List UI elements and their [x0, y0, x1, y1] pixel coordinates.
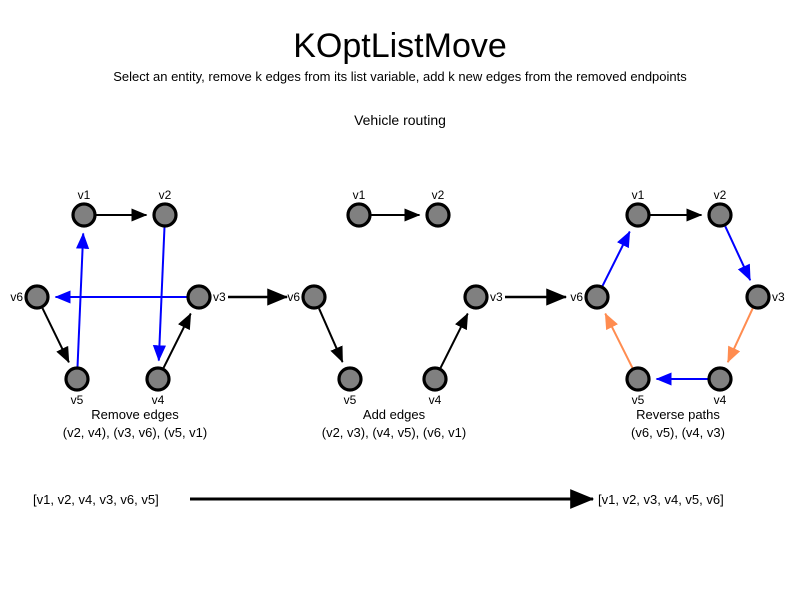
- node-circle-v1[interactable]: [346, 202, 372, 228]
- node-v4[interactable]: v4: [422, 366, 448, 407]
- edge-v3-v4: [726, 307, 754, 363]
- node-v6[interactable]: v6: [10, 284, 50, 310]
- node-v6[interactable]: v6: [570, 284, 610, 310]
- node-label-v4: v4: [714, 393, 727, 407]
- node-label-v2: v2: [714, 188, 727, 202]
- node-v3[interactable]: v3: [186, 284, 226, 310]
- node-v6[interactable]: v6: [287, 284, 327, 310]
- node-v5[interactable]: v5: [337, 366, 363, 407]
- page-title: KOptListMove: [293, 27, 507, 65]
- node-label-v6: v6: [570, 290, 583, 304]
- edge-v2-v3: [724, 225, 752, 281]
- node-label-v4: v4: [152, 393, 165, 407]
- edge-v5-v1: [75, 232, 90, 367]
- caption-title-panel-remove: Remove edges: [91, 407, 179, 422]
- node-circle-v5[interactable]: [337, 366, 363, 392]
- section-label: Vehicle routing: [354, 112, 446, 128]
- node-v2[interactable]: v2: [425, 188, 451, 228]
- node-label-v1: v1: [632, 188, 645, 202]
- after-list-text: [v1, v2, v3, v4, v5, v6]: [598, 492, 724, 507]
- node-label-v5: v5: [632, 393, 645, 407]
- node-label-v1: v1: [353, 188, 366, 202]
- caption-title-panel-add: Add edges: [363, 407, 426, 422]
- node-label-v5: v5: [71, 393, 84, 407]
- edge-v2-v4: [152, 227, 167, 362]
- node-circle-v2[interactable]: [152, 202, 178, 228]
- edges-group: [601, 208, 754, 386]
- caption-title-panel-reverse: Reverse paths: [636, 407, 720, 422]
- node-label-v5: v5: [344, 393, 357, 407]
- node-v3[interactable]: v3: [463, 284, 503, 310]
- edge-v6-v5: [318, 308, 344, 363]
- node-v2[interactable]: v2: [152, 188, 178, 228]
- node-label-v6: v6: [287, 290, 300, 304]
- node-v1[interactable]: v1: [71, 188, 97, 228]
- node-v3[interactable]: v3: [745, 284, 785, 310]
- node-circle-v5[interactable]: [64, 366, 90, 392]
- node-v1[interactable]: v1: [625, 188, 651, 228]
- edge-v6-v5: [41, 307, 70, 364]
- node-v1[interactable]: v1: [346, 188, 372, 228]
- node-circle-v4[interactable]: [422, 366, 448, 392]
- edge-v6-v1: [601, 230, 631, 287]
- node-label-v3: v3: [490, 290, 503, 304]
- before-list-text: [v1, v2, v4, v3, v6, v5]: [33, 492, 159, 507]
- node-circle-v4[interactable]: [707, 366, 733, 392]
- node-v4[interactable]: v4: [145, 366, 171, 407]
- node-v4[interactable]: v4: [707, 366, 733, 407]
- caption-detail-panel-remove: (v2, v4), (v3, v6), (v5, v1): [63, 425, 207, 440]
- node-circle-v1[interactable]: [71, 202, 97, 228]
- edges-group: [318, 208, 469, 369]
- caption-detail-panel-add: (v2, v3), (v4, v5), (v6, v1): [322, 425, 466, 440]
- node-circle-v6[interactable]: [301, 284, 327, 310]
- list-transformation: [v1, v2, v4, v3, v6, v5] [v1, v2, v3, v4,…: [33, 489, 724, 509]
- caption-detail-panel-reverse: (v6, v5), (v4, v3): [631, 425, 725, 440]
- node-circle-v2[interactable]: [707, 202, 733, 228]
- node-label-v4: v4: [429, 393, 442, 407]
- node-circle-v6[interactable]: [584, 284, 610, 310]
- node-v2[interactable]: v2: [707, 188, 733, 228]
- edge-v5-v6: [604, 312, 634, 369]
- node-v5[interactable]: v5: [625, 366, 651, 407]
- node-v5[interactable]: v5: [64, 366, 90, 407]
- node-circle-v3[interactable]: [186, 284, 212, 310]
- node-circle-v3[interactable]: [463, 284, 489, 310]
- node-label-v3: v3: [772, 290, 785, 304]
- edges-group: [41, 208, 192, 369]
- node-circle-v1[interactable]: [625, 202, 651, 228]
- node-circle-v3[interactable]: [745, 284, 771, 310]
- page-subtitle: Select an entity, remove k edges from it…: [113, 69, 687, 84]
- node-label-v6: v6: [10, 290, 23, 304]
- node-label-v2: v2: [159, 188, 172, 202]
- node-label-v3: v3: [213, 290, 226, 304]
- node-circle-v4[interactable]: [145, 366, 171, 392]
- node-circle-v6[interactable]: [24, 284, 50, 310]
- node-circle-v2[interactable]: [425, 202, 451, 228]
- edge-v4-v3: [162, 312, 192, 369]
- node-label-v2: v2: [432, 188, 445, 202]
- edge-v4-v3: [439, 312, 469, 369]
- node-circle-v5[interactable]: [625, 366, 651, 392]
- node-label-v1: v1: [78, 188, 91, 202]
